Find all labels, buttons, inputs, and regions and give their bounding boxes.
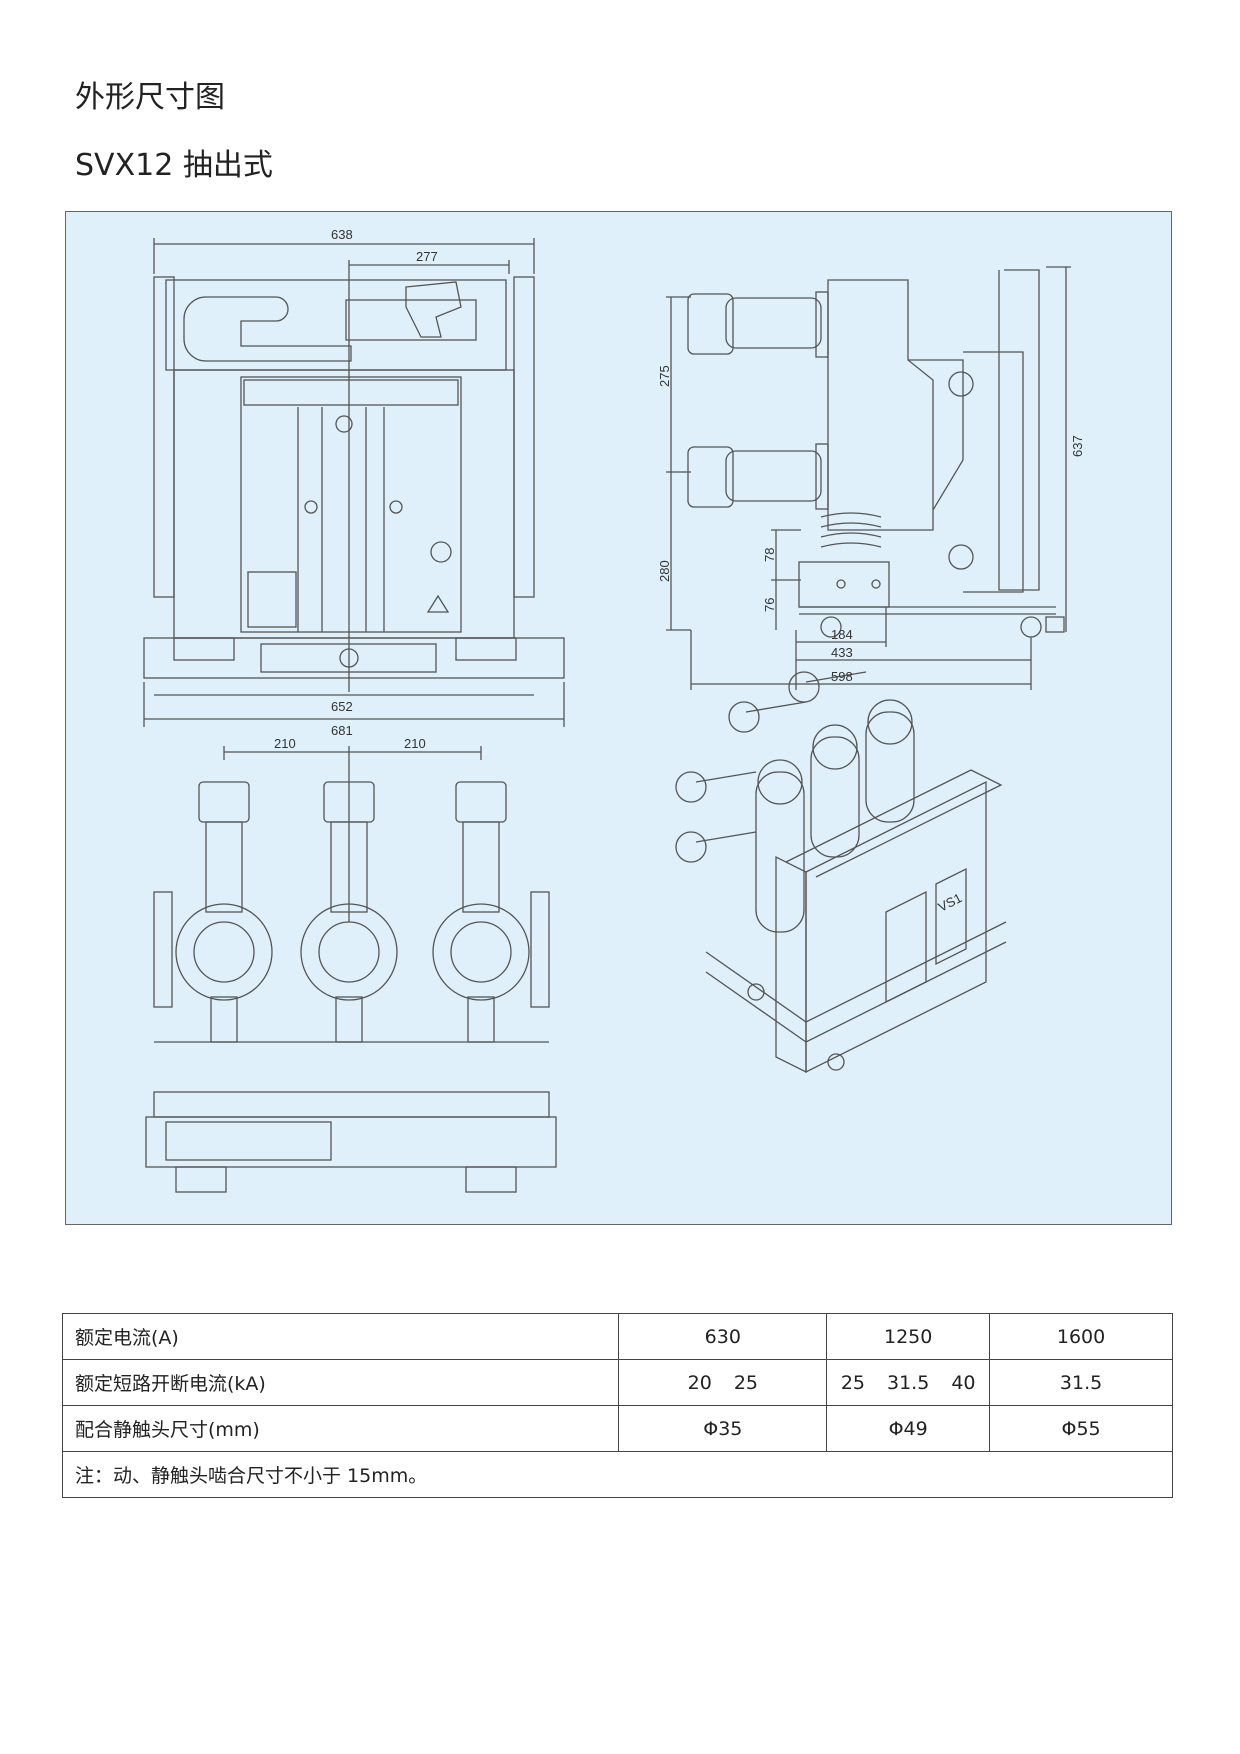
- front-view: [143, 238, 565, 727]
- phase-view: [145, 746, 557, 1193]
- row-label: 额定电流(A): [61, 1313, 620, 1360]
- table-cell: Φ35: [618, 1405, 828, 1452]
- cell-value: 25: [840, 1371, 865, 1394]
- cell-value: 40: [951, 1371, 976, 1394]
- dim-phase-210-right: 210: [404, 736, 426, 751]
- side-view: [666, 266, 1071, 690]
- dim-side-78: 78: [762, 548, 777, 562]
- dim-side-433: 433: [831, 645, 853, 660]
- table-row: 配合静触头尺寸(mm) Φ35 Φ49 Φ55: [61, 1405, 1173, 1452]
- row-label: 额定短路开断电流(kA): [61, 1359, 620, 1406]
- dim-side-76: 76: [762, 598, 777, 612]
- dim-side-184: 184: [831, 627, 853, 642]
- cell-value: 25: [733, 1371, 758, 1394]
- table-cell: Φ49: [826, 1405, 991, 1452]
- cell-value: 31.5: [1059, 1371, 1103, 1394]
- dim-front-681: 681: [331, 723, 353, 738]
- row-label: 配合静触头尺寸(mm): [61, 1405, 620, 1452]
- dim-side-598: 598: [831, 669, 853, 684]
- table-cell: Φ55: [989, 1405, 1173, 1452]
- dim-side-280: 280: [657, 560, 672, 582]
- iso-model-label: VS1: [936, 890, 965, 915]
- table-cell: 1600: [989, 1313, 1173, 1360]
- cell-value: 20: [687, 1371, 712, 1394]
- dimension-drawing-panel: 638 277 652 681 275 637 637 280 78 76 18…: [65, 211, 1172, 1225]
- spec-table: 额定电流(A) 630 1250 1600 额定短路开断电流(kA) 20 25 …: [61, 1313, 1173, 1498]
- table-cell: 630: [618, 1313, 828, 1360]
- table-row: 注：动、静触头啮合尺寸不小于 15mm。: [62, 1451, 1173, 1498]
- dim-side-275: 275: [657, 365, 672, 387]
- table-cell: 1250: [826, 1313, 991, 1360]
- table-row: 额定电流(A) 630 1250 1600: [61, 1313, 1173, 1360]
- technical-drawing: 638 277 652 681 275 637 637 280 78 76 18…: [143, 227, 1085, 1193]
- table-cell: 25 31.5 40: [826, 1359, 991, 1406]
- page-subtitle: SVX12 抽出式: [75, 148, 273, 183]
- dim-side-637-label: 637: [1070, 435, 1085, 457]
- dim-front-277: 277: [416, 249, 438, 264]
- dim-phase-210-left: 210: [274, 736, 296, 751]
- isometric-view: [675, 671, 1007, 1074]
- dim-front-638: 638: [331, 227, 353, 242]
- page-title: 外形尺寸图: [75, 80, 225, 115]
- table-note: 注：动、静触头啮合尺寸不小于 15mm。: [62, 1451, 1173, 1498]
- cell-value: 31.5: [887, 1371, 930, 1394]
- dim-front-652: 652: [331, 699, 353, 714]
- table-cell: 31.5: [989, 1359, 1173, 1406]
